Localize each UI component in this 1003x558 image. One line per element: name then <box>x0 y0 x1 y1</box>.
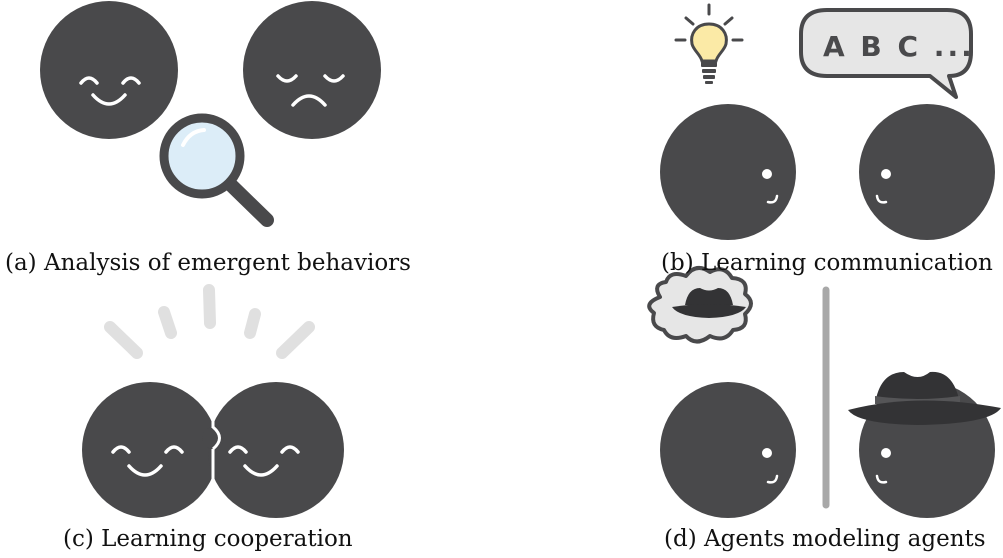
panel-a <box>40 1 381 227</box>
sad-face <box>243 1 381 139</box>
caption-a: (a) Analysis of emergent behaviors <box>5 250 411 276</box>
hat-icon <box>672 288 746 318</box>
panel-c <box>82 284 344 518</box>
panel-b: A B C ... <box>660 3 995 240</box>
agent-face-hatted <box>848 371 1001 518</box>
caption-c: (c) Learning cooperation <box>63 526 353 552</box>
sparkle-rays <box>104 284 315 359</box>
thought-cloud <box>647 265 753 344</box>
agent-face-observer <box>660 382 796 518</box>
speech-bubble-text: A B C ... <box>823 30 975 63</box>
agent-face-left <box>660 104 796 240</box>
speech-bubble: A B C ... <box>799 8 975 99</box>
cooperating-faces <box>82 382 344 518</box>
panel-d <box>647 265 1001 518</box>
fedora-hat-icon <box>848 371 1001 425</box>
agent-face-right <box>859 104 995 240</box>
magnifying-glass-icon <box>159 113 274 227</box>
light-bulb-icon <box>674 3 744 84</box>
caption-b: (b) Learning communication <box>661 250 993 276</box>
happy-face <box>40 1 178 139</box>
caption-d: (d) Agents modeling agents <box>664 526 986 552</box>
